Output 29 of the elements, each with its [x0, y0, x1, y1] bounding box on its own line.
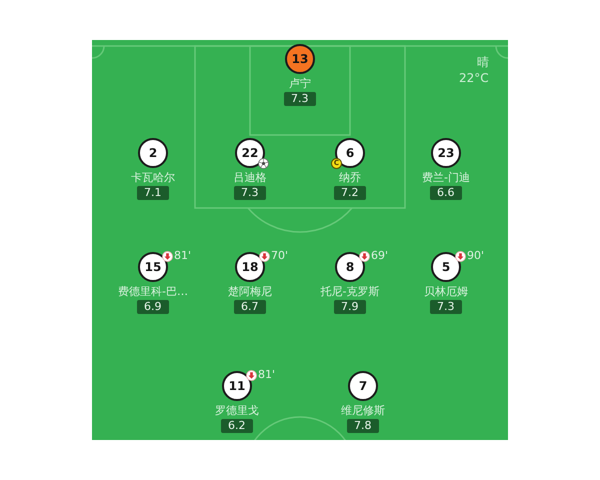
player-name: 吕迪格 — [234, 171, 266, 184]
player-name: 费兰-门迪 — [422, 171, 470, 184]
player-name: 罗德里戈 — [215, 404, 259, 417]
player-rating: 6.6 — [430, 186, 462, 200]
player-name: 费德里科-巴… — [118, 285, 188, 298]
player-name: 纳乔 — [339, 171, 361, 184]
player-name: 维尼修斯 — [341, 404, 385, 417]
player-rating: 7.3 — [284, 92, 316, 106]
player-rating: 7.8 — [347, 419, 378, 433]
player-name: 贝林厄姆 — [424, 285, 468, 298]
player-rating: 7.2 — [334, 186, 366, 200]
player-rating: 7.3 — [234, 186, 266, 200]
player-rating: 7.9 — [334, 300, 366, 314]
player-rating: 7.3 — [430, 300, 462, 314]
substitution-minute: 70' — [271, 250, 288, 262]
player-rating: 6.9 — [137, 300, 168, 314]
player-name: 托尼-克罗斯 — [320, 285, 380, 298]
player-rating: 6.2 — [221, 419, 252, 433]
temperature-text: 22°C — [459, 71, 489, 85]
weather-text: 晴 — [477, 55, 489, 69]
player-rating: 6.7 — [234, 300, 266, 314]
substitution-minute: 69' — [371, 250, 388, 262]
player-name: 卡瓦哈尔 — [131, 171, 175, 184]
substitution-minute: 90' — [467, 250, 484, 262]
player-rating: 7.1 — [137, 186, 168, 200]
player-name: 卢宁 — [289, 77, 311, 90]
substitution-minute: 81' — [258, 369, 276, 381]
player-name: 楚阿梅尼 — [228, 285, 272, 298]
substitution-minute: 81' — [174, 250, 192, 262]
